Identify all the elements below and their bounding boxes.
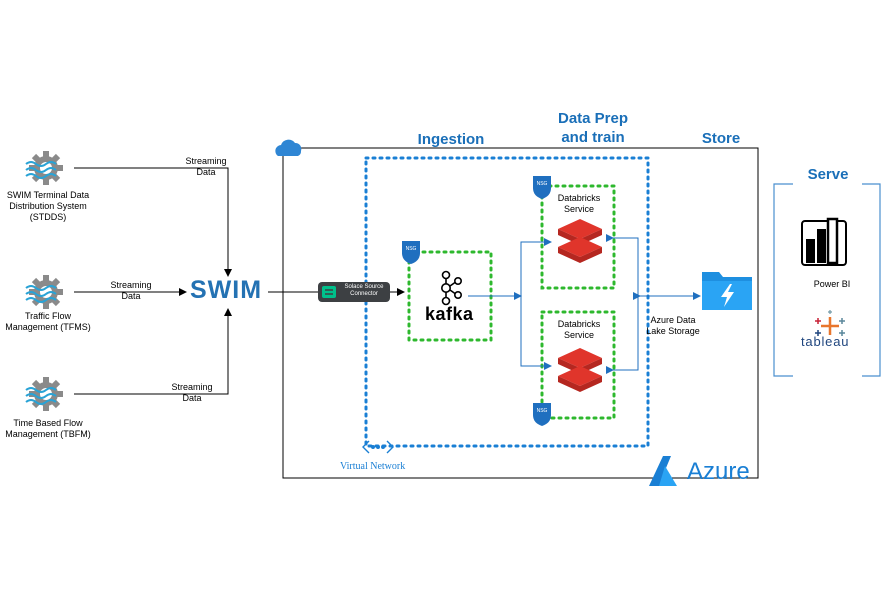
tbfm-to-swim-line: [74, 308, 232, 395]
databricks-subnet-bottom-border: [540, 310, 616, 420]
azure-boundary: [282, 147, 759, 479]
cloud-icon: [275, 139, 302, 156]
databricks-bottom-storage-line: [606, 296, 639, 374]
databricks-label-top: Databricks Service: [557, 193, 601, 214]
nsg-label-databricks-top: NSG: [536, 181, 548, 187]
connector-logo-icon: [322, 286, 336, 298]
databricks-top-storage-line: [606, 234, 639, 296]
nsg-shield-icon: [533, 403, 551, 426]
databricks-label-bottom: Databricks Service: [557, 319, 601, 340]
source-label-stdds: SWIM Terminal Data Distribution System (…: [6, 190, 90, 222]
nsg-label-kafka: NSG: [405, 246, 417, 252]
powerbi-label: Power BI: [813, 279, 851, 289]
gear-wave-icon: [25, 275, 63, 309]
gear-wave-icon: [25, 377, 63, 411]
source-label-tfms: Traffic Flow Management (TFMS): [5, 311, 91, 332]
source-label-tbfm: Time Based Flow Management (TBFM): [5, 418, 91, 439]
section-serve: Serve: [807, 166, 849, 183]
virtual-network-label: Virtual Network: [340, 461, 406, 472]
section-dataprep: Data Prep and train: [557, 110, 629, 146]
kafka-label: kafka: [425, 304, 474, 324]
azure-logo-icon: [649, 456, 677, 486]
virtual-network-icon: [362, 440, 394, 454]
section-ingestion: Ingestion: [417, 131, 485, 148]
streaming-data-label-top: Streaming Data: [185, 156, 227, 177]
kafka-logo-icon: [441, 270, 463, 306]
connector-label: Solace Source Connector: [344, 284, 384, 297]
databricks-subnet-top-border: [540, 184, 616, 290]
swim-label: SWIM: [190, 276, 263, 304]
streaming-data-label-bottom: Streaming Data: [171, 382, 213, 403]
nsg-shield-icon: [533, 176, 551, 199]
powerbi-icon: [801, 217, 847, 266]
gear-wave-icon: [25, 151, 63, 185]
databricks-icon: [558, 219, 602, 263]
storage-label: Azure Data Lake Storage: [646, 315, 700, 336]
nsg-shield-icon: [402, 241, 420, 264]
kafka-to-databricks-top-line: [520, 238, 552, 296]
tableau-label: tableau: [801, 334, 850, 349]
kafka-to-databricks-bottom-line: [520, 296, 552, 370]
streaming-data-label-middle: Streaming Data: [110, 280, 152, 301]
azure-label: Azure: [687, 458, 750, 485]
tableau-icon: [815, 310, 845, 336]
nsg-label-databricks-bottom: NSG: [536, 408, 548, 414]
stdds-to-swim-line: [74, 167, 232, 277]
data-lake-storage-icon: [702, 272, 752, 310]
serve-bracket: [773, 183, 881, 377]
connector-box: [318, 282, 390, 302]
databricks-icon: [558, 348, 602, 392]
section-store: Store: [701, 130, 741, 147]
